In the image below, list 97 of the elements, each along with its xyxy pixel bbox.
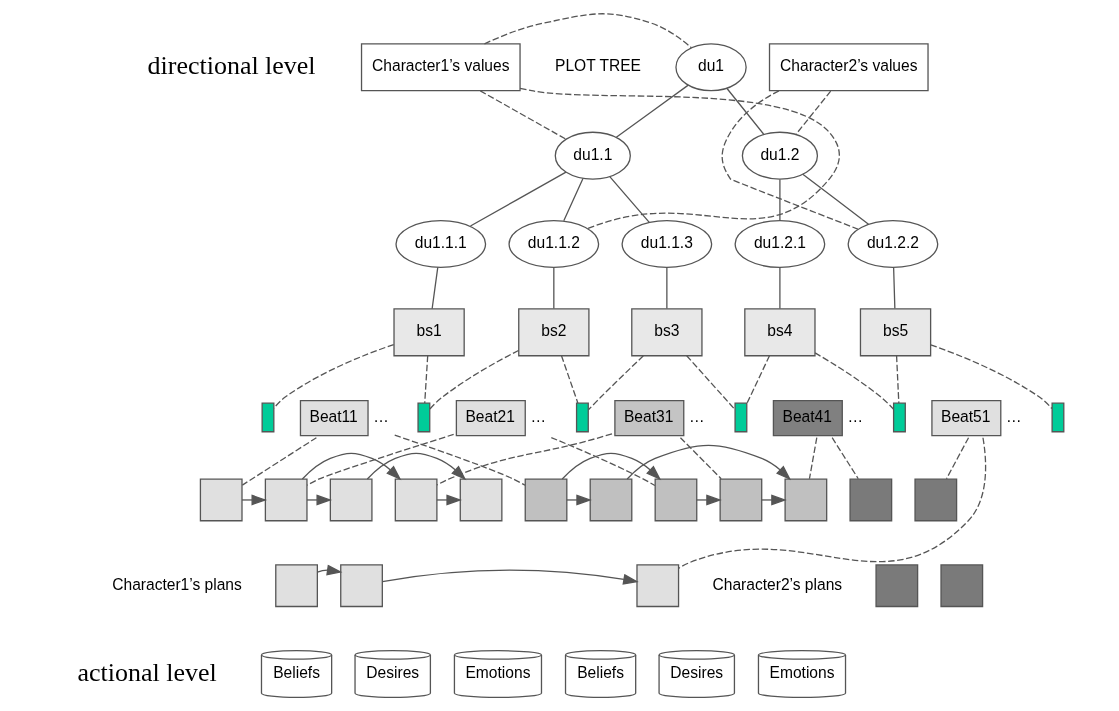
connector (550, 437, 655, 487)
connector (587, 355, 644, 411)
arrow (435, 494, 462, 506)
connector (813, 352, 894, 410)
label: PLOT TREE (554, 57, 641, 75)
connector (895, 355, 899, 404)
connector (518, 87, 840, 230)
node-box (783, 478, 827, 522)
arrow (695, 494, 722, 506)
connector (483, 13, 692, 49)
node-label: … (846, 408, 863, 426)
connector (677, 437, 986, 569)
arrow (301, 452, 401, 481)
node-ellipse: du1.2.1 (734, 219, 825, 269)
arrow (565, 494, 592, 506)
connector (423, 355, 428, 404)
connector (272, 343, 394, 409)
node-box (264, 478, 308, 522)
node-label: … (529, 408, 546, 426)
arrow (626, 444, 791, 481)
node-bar (416, 402, 430, 433)
connector (428, 349, 519, 410)
connector (435, 433, 613, 486)
node-box (913, 478, 957, 522)
connector (679, 437, 722, 480)
arrow (316, 564, 342, 576)
connector (945, 437, 969, 480)
label: directional level (147, 50, 316, 80)
connector (795, 90, 831, 135)
node-ellipse: du1.1.2 (507, 219, 599, 269)
connector (831, 437, 859, 480)
connector (305, 433, 454, 486)
node-ellipse: du1.1 (554, 131, 631, 180)
node-box: Character2’s values (768, 43, 929, 92)
arrow (561, 452, 661, 481)
connector (241, 437, 317, 486)
connector (725, 87, 764, 135)
connector (479, 90, 567, 140)
connector (552, 267, 554, 310)
connector (560, 355, 578, 404)
arrow (366, 452, 466, 481)
node-label: … (1005, 408, 1022, 426)
node-box: bs1 (392, 308, 465, 357)
arrow (305, 494, 332, 506)
node-box (394, 478, 438, 522)
node-label: … (372, 408, 389, 426)
node-bar (575, 402, 589, 433)
connector (393, 434, 526, 486)
node-box: bs3 (630, 308, 703, 357)
node-bar (1050, 402, 1064, 433)
connector (892, 267, 895, 310)
node-box (874, 564, 918, 608)
connector (615, 84, 689, 138)
connector (685, 355, 736, 411)
node-ellipse: du1.1.3 (620, 219, 712, 269)
arrow (760, 494, 787, 506)
node-box: bs4 (743, 308, 816, 357)
connector (778, 267, 781, 310)
label: Character1’s plans (111, 575, 242, 593)
node-bar (261, 402, 274, 433)
node-ellipse: du1.1.1 (394, 219, 486, 269)
node-ellipse: du1 (674, 43, 747, 92)
node-bar (892, 402, 906, 433)
node-box (329, 478, 373, 522)
connector (778, 178, 781, 221)
connector (608, 176, 650, 223)
connector (562, 177, 584, 222)
node-ellipse: du1.2 (741, 131, 818, 180)
connector (808, 437, 817, 480)
connector (665, 267, 667, 310)
connector (721, 90, 858, 230)
node-box (939, 564, 983, 608)
node-bar (733, 402, 747, 433)
node-box (589, 478, 632, 522)
node-box (274, 564, 318, 608)
connector (469, 171, 567, 227)
node-box (524, 478, 567, 522)
connector (431, 266, 438, 310)
connector (745, 355, 770, 405)
connector (801, 173, 869, 225)
node-box: bs5 (859, 308, 931, 357)
node-box (719, 478, 762, 522)
node-ellipse: du1.2.2 (847, 219, 938, 269)
node-box (339, 564, 383, 608)
arrow (381, 569, 639, 585)
node-box (848, 478, 892, 522)
node-box (459, 478, 502, 522)
node-box (635, 564, 679, 608)
node-box: bs2 (517, 308, 590, 357)
node-box (654, 478, 697, 522)
connector (929, 344, 1052, 410)
label: Character2’s plans (712, 575, 842, 593)
node-label: … (688, 408, 705, 426)
node-box (199, 478, 243, 522)
label: actional level (77, 657, 217, 687)
arrow (240, 494, 267, 506)
node-box: Character1’s values (360, 43, 521, 92)
